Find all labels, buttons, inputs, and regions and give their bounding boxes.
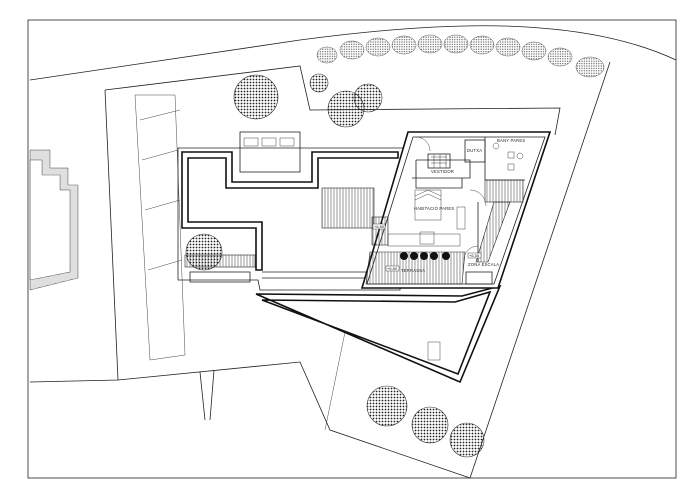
label-terrace: TERRASSA [401, 268, 425, 273]
label-shower: DUTXA [467, 148, 482, 153]
garden-wall [255, 284, 502, 384]
trees [185, 73, 485, 458]
neighbour-building [29, 149, 79, 291]
garden-fixture [427, 341, 441, 361]
level-stair: +6,55 [469, 253, 480, 258]
label-stair: ZONA ESCALA [468, 262, 499, 267]
site-lines [29, 25, 677, 479]
sheet-frame [27, 19, 677, 479]
level-terrace: +6,80 [387, 266, 398, 271]
label-dressing: VESTIDOR [431, 169, 454, 174]
label-bath: BANY PARES [497, 138, 525, 143]
upper-floor [360, 131, 552, 289]
level-upper-left: +6,80 [374, 224, 385, 229]
lower-house [177, 131, 411, 291]
hedge [316, 34, 605, 78]
label-bedroom: HABITACIO PARES [414, 206, 454, 211]
